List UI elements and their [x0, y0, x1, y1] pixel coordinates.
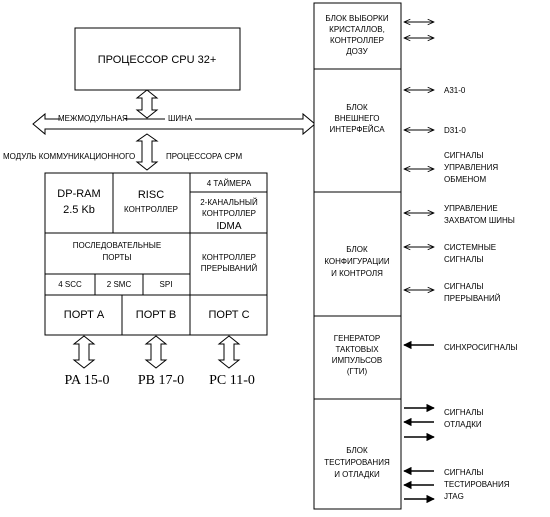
config-3: И КОНТРОЛЯ — [331, 269, 383, 278]
test-1: БЛОК — [346, 446, 368, 455]
spi-label: SPI — [160, 280, 173, 289]
risc-label-2: КОНТРОЛЛЕР — [124, 205, 178, 214]
idma-label-3: IDMA — [217, 221, 242, 232]
bus-label-right: ШИНА — [168, 114, 193, 123]
smc-label: 2 SMC — [107, 280, 132, 289]
sig-jtag-1: СИГНАЛЫ — [444, 468, 483, 477]
serial-label-2: ПОРТЫ — [103, 253, 132, 262]
interrupts-label-1: КОНТРОЛЛЕР — [202, 253, 256, 262]
sig-a: A31-0 — [444, 86, 466, 95]
signal-arrows — [404, 22, 434, 290]
ext-if-2: ВНЕШНЕГО — [335, 114, 380, 123]
chip-select-4: ДОЗУ — [346, 47, 368, 56]
sig-debug-2: ОТЛАДКИ — [444, 420, 482, 429]
interrupts-label-2: ПРЕРЫВАНИЙ — [201, 264, 258, 273]
test-2: ТЕСТИРОВАНИЯ — [324, 458, 390, 467]
clock-2: ТАКТОВЫХ — [335, 345, 379, 354]
chip-select-2: КРИСТАЛЛОВ, — [329, 25, 385, 34]
serial-label-1: ПОСЛЕДОВАТЕЛЬНЫЕ — [73, 241, 161, 250]
sig-debug-1: СИГНАЛЫ — [444, 408, 483, 417]
sig-exchange-3: ОБМЕНОМ — [444, 175, 486, 184]
bus-label-left: МЕЖМОДУЛЬНАЯ — [58, 114, 128, 123]
chip-select-3: КОНТРОЛЛЕР — [330, 36, 384, 45]
chip-select-1: БЛОК ВЫБОРКИ — [325, 14, 388, 23]
right-column: БЛОК ВЫБОРКИ КРИСТАЛЛОВ, КОНТРОЛЛЕР ДОЗУ… — [313, 2, 402, 510]
sig-irq-2: ПРЕРЫВАНИЙ — [444, 294, 501, 303]
solid-signal-arrows — [403, 340, 435, 504]
clock-4: (ГТИ) — [347, 367, 368, 376]
sig-irq-1: СИГНАЛЫ — [444, 282, 483, 291]
cpm-module: DP-RAM 2.5 Kb RISC КОНТРОЛЛЕР 4 ТАЙМЕРА … — [44, 172, 268, 336]
cpu-label: ПРОЦЕССОР CPU 32+ — [98, 54, 217, 66]
ext-if-1: БЛОК — [346, 103, 368, 112]
sig-system-1: СИСТЕМНЫЕ — [444, 243, 496, 252]
idma-label-2: КОНТРОЛЛЕР — [202, 209, 256, 218]
sig-exchange-2: УПРАВЛЕНИЯ — [444, 163, 498, 172]
sig-system-2: СИГНАЛЫ — [444, 255, 483, 264]
port-a-label: ПОРТ А — [64, 309, 105, 321]
pb-label: PB 17-0 — [138, 373, 184, 388]
sig-sync: СИНХРОСИГНАЛЫ — [444, 343, 518, 352]
clock-1: ГЕНЕРАТОР — [334, 334, 380, 343]
test-3: И ОТЛАДКИ — [334, 470, 380, 479]
sig-jtag-2: ТЕСТИРОВАНИЯ — [444, 480, 510, 489]
risc-label-1: RISC — [138, 189, 164, 201]
signal-labels: A31-0 D31-0 СИГНАЛЫ УПРАВЛЕНИЯ ОБМЕНОМ У… — [444, 86, 518, 501]
timers-label: 4 ТАЙМЕРА — [207, 179, 252, 188]
port-b-label: ПОРТ В — [136, 309, 176, 321]
port-arrows: PA 15-0 PB 17-0 PC 11-0 — [64, 335, 255, 388]
sig-busctrl-1: УПРАВЛЕНИЕ — [444, 204, 498, 213]
dpram-label-1: DP-RAM — [57, 188, 100, 200]
dpram-label-2: 2.5 Kb — [63, 204, 95, 216]
cpm-title-right: ПРОЦЕССОРА CPM — [166, 152, 242, 161]
ext-if-3: ИНТЕРФЕЙСА — [329, 125, 385, 134]
sig-busctrl-2: ЗАХВАТОМ ШИНЫ — [444, 216, 515, 225]
config-1: БЛОК — [346, 245, 368, 254]
sig-exchange-1: СИГНАЛЫ — [444, 151, 483, 160]
bus-cpm-connector: МОДУЛЬ КОММУНИКАЦИОННОГО ПРОЦЕССОРА CPM — [3, 133, 242, 171]
cpm-title-left: МОДУЛЬ КОММУНИКАЦИОННОГО — [3, 152, 135, 161]
config-2: КОНФИГУРАЦИИ — [324, 257, 390, 266]
port-c-label: ПОРТ С — [208, 309, 249, 321]
cpu-bus-connector — [135, 89, 159, 119]
intermodule-bus: МЕЖМОДУЛЬНАЯ ШИНА — [32, 112, 316, 136]
pa-label: PA 15-0 — [64, 373, 109, 388]
scc-label: 4 SCC — [58, 280, 82, 289]
sig-jtag-3: JTAG — [444, 492, 464, 501]
clock-3: ИМПУЛЬСОВ — [332, 356, 382, 365]
sig-d: D31-0 — [444, 126, 466, 135]
pc-label: PC 11-0 — [209, 373, 255, 388]
cpu-block: ПРОЦЕССОР CPU 32+ — [74, 27, 241, 91]
idma-label-1: 2-КАНАЛЬНЫЙ — [200, 198, 258, 207]
